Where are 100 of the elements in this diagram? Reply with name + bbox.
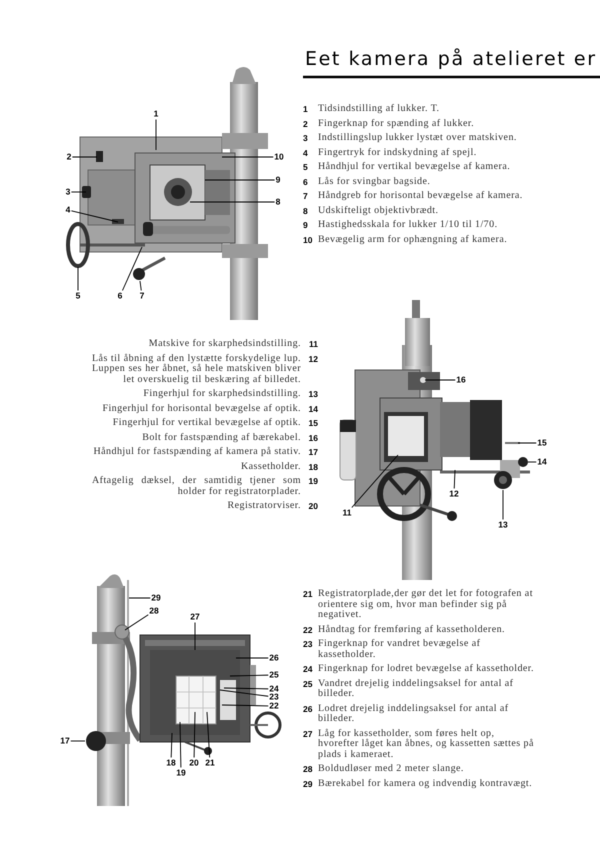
item-number: 25 <box>303 678 314 689</box>
item-number: 28 <box>303 764 314 774</box>
callout-number: 19 <box>176 768 186 778</box>
callout-number: 1 <box>154 110 158 118</box>
item-number: 1 <box>303 104 309 114</box>
item-number: 11 <box>308 339 318 350</box>
leader-line <box>220 690 269 697</box>
item-number: 14 <box>308 404 318 414</box>
item-description: Fingerknap for vandret bevægelse af kassetholder. <box>318 639 482 660</box>
item-description: Aftagelig dæksel, der samtidig tjener som holder for registratorplader. <box>92 476 301 497</box>
item-number: 29 <box>303 778 314 789</box>
item-description: Bærekabel for kamera og indvendig kontravægt. <box>318 778 534 789</box>
callout-number: 10 <box>274 152 284 162</box>
item-number: 10 <box>303 234 314 245</box>
item-description: Udskifteligt objektivbrædt. <box>318 206 440 216</box>
callout-number: 18 <box>166 758 176 768</box>
leader-line <box>230 674 269 676</box>
item-number: 3 <box>303 133 309 144</box>
item-number: 26 <box>303 704 314 714</box>
leader-line <box>124 614 149 630</box>
callout-number: 17 <box>60 736 70 746</box>
leader-line <box>70 210 118 222</box>
item-description: Lodret drejelig inddelingsaksel for antal af billeder. <box>318 704 510 724</box>
callout-number: 14 <box>537 458 547 466</box>
callout-number: 12 <box>449 490 459 498</box>
callout-number: 13 <box>498 520 508 530</box>
item-number: 24 <box>303 664 314 674</box>
item-number: 17 <box>308 447 318 458</box>
callout-number: 6 <box>118 292 122 300</box>
item-number: 7 <box>303 191 309 202</box>
leader-line <box>180 722 182 768</box>
callout-number: 5 <box>76 292 80 300</box>
callout-number: 28 <box>149 606 159 616</box>
callout-number: 16 <box>456 376 466 384</box>
item-number: 8 <box>303 206 309 216</box>
callout-number: 4 <box>66 206 70 214</box>
item-description: Vandret drejelig inddelingsaksel for antal af billeder. <box>318 678 514 700</box>
item-description: Låg for kassetholder, som føres helt op, hvorefter låget kan åbnes, og kassetten sættes på plads i kameraet. <box>318 728 535 760</box>
callout-number: 22 <box>269 702 279 710</box>
callout-number: 20 <box>189 758 199 768</box>
item-number: 6 <box>303 176 309 187</box>
item-number: 16 <box>308 432 318 443</box>
item-description: Bevægelig arm for ophængning af kamera. <box>318 234 508 245</box>
callout-number: 26 <box>269 654 279 662</box>
item-description: Fingerknap for lodret bevægelse af kassetholder. <box>318 664 535 674</box>
item-description: Hastighedsskala for lukker 1/10 til 1/70. <box>318 220 499 230</box>
callout-number: 29 <box>151 594 161 602</box>
item-description: Lås til åbning af den lystætte forskydelige lup. Luppen ses her åbnet, så hele matskiven bliver let overskuelig til beskæring af billedet. <box>92 354 301 385</box>
callout-number: 11 <box>342 508 352 518</box>
leader-line <box>502 490 504 520</box>
item-description: Matskive for skarphedsindstilling. <box>148 339 301 350</box>
callout-number: 23 <box>269 692 279 702</box>
callout-number: 27 <box>190 612 200 622</box>
item-description: Tidsindstilling af lukker. T. <box>318 104 440 114</box>
callout-number: 9 <box>276 176 280 184</box>
item-number: 21 <box>303 589 314 600</box>
leader-line <box>122 246 142 291</box>
item-description: Håndgreb for horisontal bevægelse af kamera. <box>318 191 524 202</box>
callout-number: 15 <box>537 438 547 448</box>
item-description: Fingerhjul for vertikal bevægelse af optik. <box>112 418 301 428</box>
item-number: 5 <box>303 162 309 172</box>
leader-line <box>224 688 269 690</box>
item-description: Indstillingslup lukker lystæt over matskiven. <box>318 133 518 144</box>
leader-line <box>170 732 172 758</box>
leader-line <box>206 712 210 758</box>
item-description: Fingerhjul for skarphedsindstilling. <box>142 389 301 400</box>
leader-line <box>222 704 269 706</box>
item-description: Lås for svingbar bagside. <box>318 176 432 187</box>
leader-line <box>194 712 196 758</box>
leader-line <box>140 280 142 291</box>
item-number: 4 <box>303 148 309 158</box>
item-description: Håndhjul for vertikal bevægelse af kamera. <box>318 162 512 172</box>
leader-line <box>70 740 86 742</box>
leader-line <box>72 156 98 158</box>
leader-line <box>222 156 274 158</box>
item-number: 15 <box>308 418 318 428</box>
callout-number: 21 <box>205 758 215 768</box>
leader-line <box>518 442 537 444</box>
callout-number: 2 <box>66 152 72 162</box>
leader-line <box>454 470 456 489</box>
page-title: Eet kamera på atelieret er <box>305 48 597 70</box>
item-description: Fingertryk for indskydning af spejl. <box>318 148 478 158</box>
item-number: 12 <box>308 354 318 364</box>
item-number: 13 <box>308 389 318 400</box>
callout-number: 24 <box>269 684 279 694</box>
item-description: Bolt for fastspænding af bærekabel. <box>141 432 301 443</box>
item-description: Registratorplade,der gør det let for fotografen at orientere sig om, hvor man befinder sig på negativet. <box>318 589 534 620</box>
item-description: Boldudløser med 2 meter slange. <box>318 764 465 774</box>
callout-number: 25 <box>269 670 279 680</box>
item-number: 23 <box>303 639 314 650</box>
item-description: Håndhjul for fastspænding af kamera på stativ. <box>92 447 301 458</box>
item-number: 19 <box>308 476 318 486</box>
callout-number: 8 <box>276 198 280 206</box>
item-description: Registratorviser. <box>226 501 301 512</box>
item-description: Kassetholder. <box>240 462 301 472</box>
item-description: Fingerknap for spænding af lukker. <box>318 118 476 129</box>
leader-line <box>194 622 196 650</box>
item-number: 18 <box>308 462 318 472</box>
item-number: 9 <box>303 220 309 230</box>
item-number: 22 <box>303 624 314 635</box>
